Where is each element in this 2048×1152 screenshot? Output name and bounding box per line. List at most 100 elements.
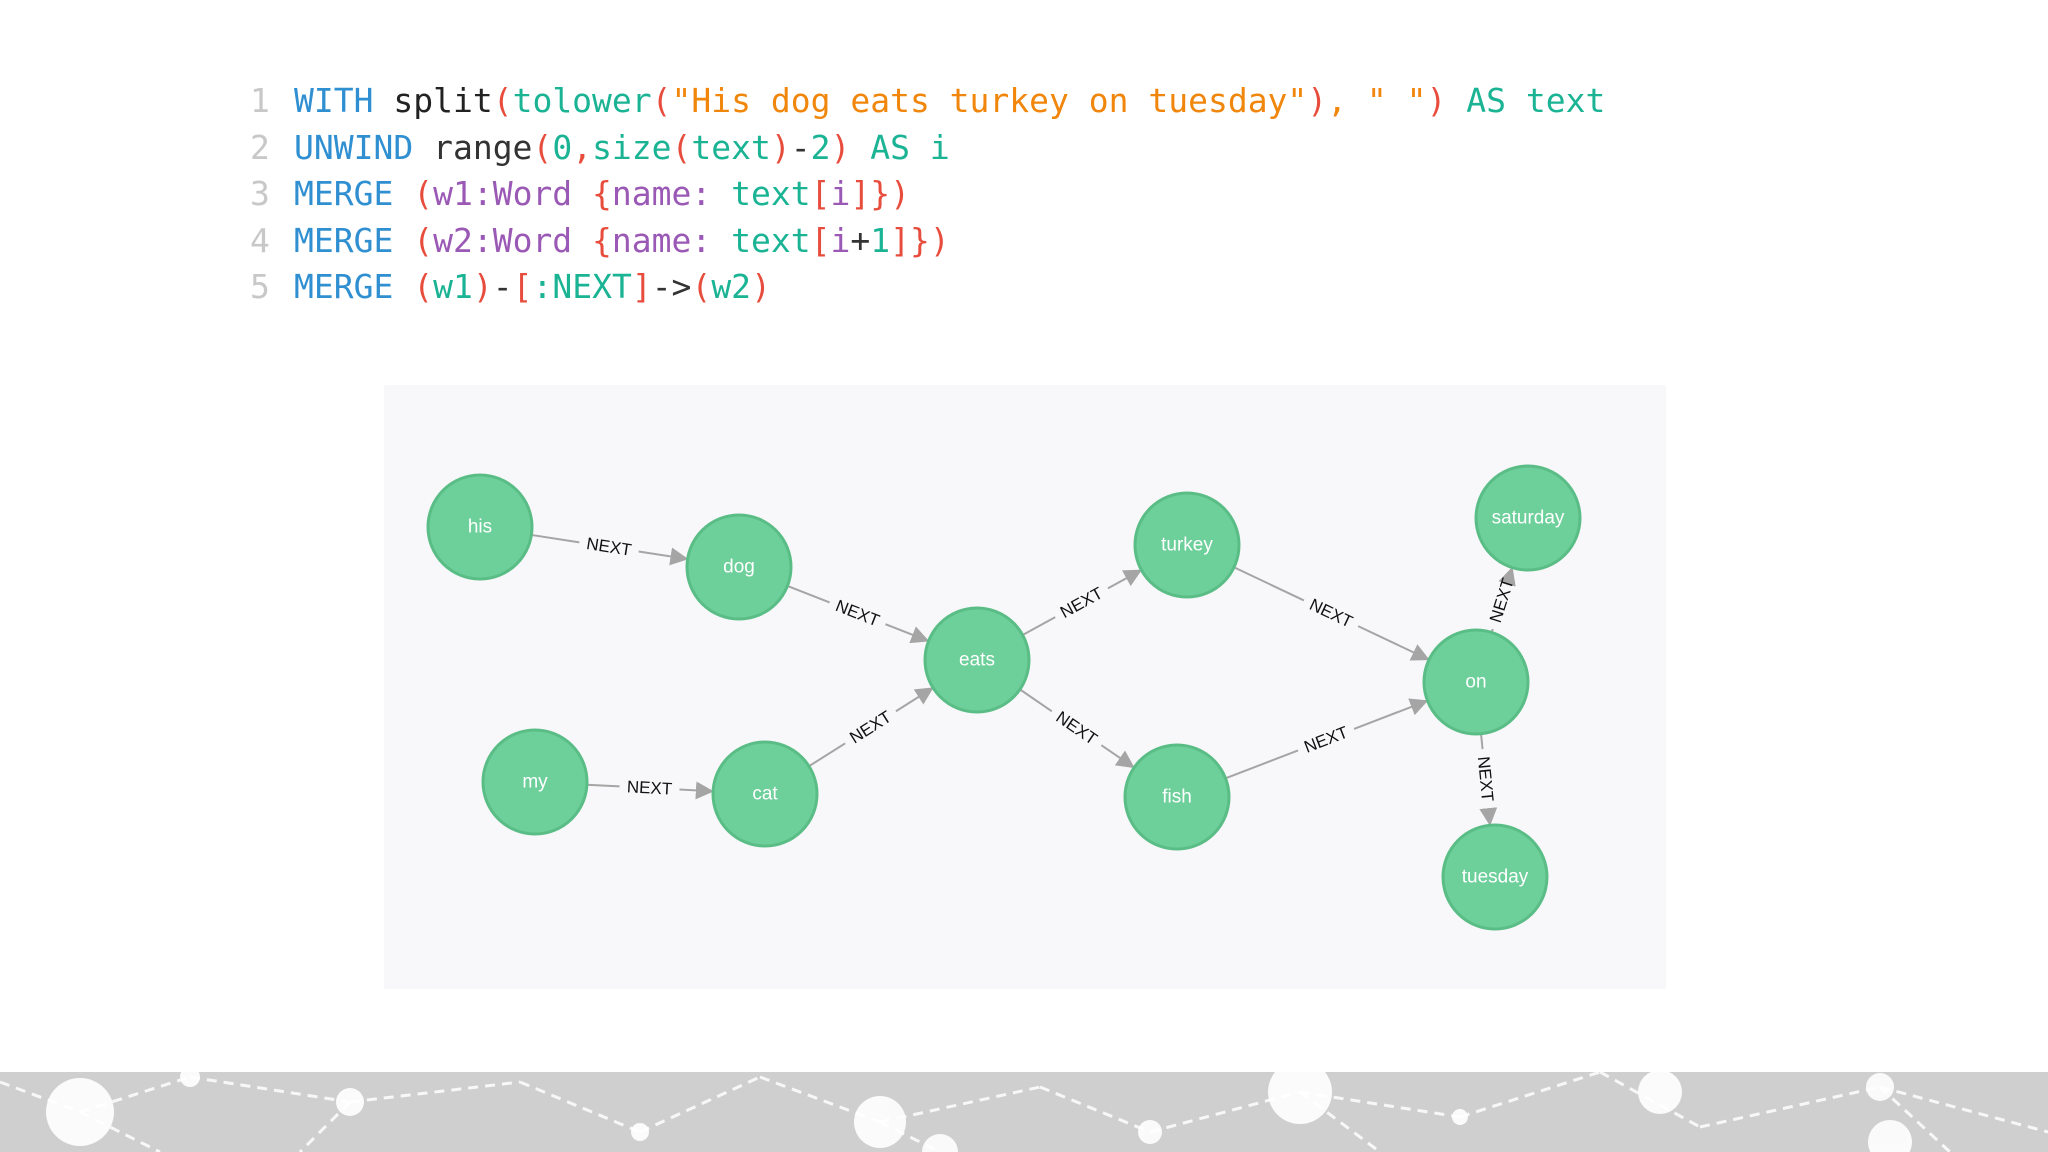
node-his[interactable]: his: [426, 473, 534, 581]
edge-label: NEXT: [1486, 576, 1518, 625]
edge-line: [1225, 749, 1299, 780]
code-token: ): [751, 267, 771, 306]
node-label: saturday: [1492, 508, 1565, 529]
edge-dog-eats[interactable]: NEXT: [787, 584, 930, 644]
node-dog[interactable]: dog: [685, 513, 793, 621]
node-eats[interactable]: eats: [923, 606, 1031, 714]
edge-arrow: [1100, 744, 1135, 769]
edge-arrow: [1479, 807, 1498, 827]
code-token: tolower: [512, 81, 652, 120]
code-token: split: [393, 81, 493, 120]
edge-line: [586, 783, 620, 788]
edge-eats-fish[interactable]: NEXT: [1019, 688, 1135, 769]
edge-arrow: [638, 547, 689, 566]
edge-on-saturday[interactable]: NEXT: [1486, 566, 1518, 633]
node-on[interactable]: on: [1422, 628, 1530, 736]
node-circle: [1422, 628, 1530, 736]
edge-fish-on[interactable]: NEXT: [1225, 698, 1429, 780]
edge-line: [1022, 616, 1056, 636]
code-token: text: [691, 127, 771, 167]
code-token: w2: [711, 267, 752, 306]
code-token: WITH: [294, 81, 374, 120]
node-tuesday[interactable]: tuesday: [1441, 823, 1549, 931]
code-token: ): [890, 174, 910, 213]
edge-his-dog[interactable]: NEXT: [531, 533, 689, 566]
code-token: +: [850, 220, 871, 260]
code-token: w1:Word: [433, 174, 573, 213]
code-token: UNWIND: [294, 127, 414, 167]
code-token: i: [830, 220, 851, 260]
node-cat[interactable]: cat: [711, 740, 819, 848]
line-number: 4: [250, 220, 270, 260]
node-saturday[interactable]: saturday: [1474, 464, 1582, 572]
node-label: his: [468, 517, 492, 538]
footer-network-banner: [0, 1072, 2048, 1152]
code-token: AS text: [1446, 81, 1606, 120]
node-my[interactable]: my: [481, 728, 589, 836]
node-circle: [1123, 743, 1231, 851]
edge-turkey-on[interactable]: NEXT: [1233, 566, 1430, 661]
code-token: ,: [572, 127, 593, 167]
code-token: (: [532, 127, 553, 167]
code-token: ): [929, 220, 950, 260]
edge-arrow: [1498, 566, 1516, 587]
code-token: -: [790, 127, 811, 167]
node-circle: [923, 606, 1031, 714]
code-token: ): [770, 127, 791, 167]
edge-on-tuesday[interactable]: NEXT: [1474, 733, 1498, 827]
edge-eats-turkey[interactable]: NEXT: [1022, 569, 1143, 636]
node-label: my: [522, 772, 548, 793]
edge-label: NEXT: [1301, 723, 1350, 757]
code-token: ]: [850, 174, 871, 213]
code-token: [: [810, 174, 831, 213]
edge-label: NEXT: [585, 534, 633, 560]
line-number: 5: [250, 267, 270, 306]
code-token: (: [413, 174, 434, 213]
code-token: [572, 174, 592, 213]
network-pattern-decoration: [0, 1072, 2048, 1152]
node-turkey[interactable]: turkey: [1133, 491, 1241, 599]
code-token: :NEXT: [532, 267, 632, 306]
code-token: [393, 267, 413, 306]
code-token: range: [413, 127, 533, 167]
code-token: [373, 81, 393, 120]
edge-arrow: [679, 781, 714, 800]
code-token: (: [691, 267, 712, 306]
line-number: 3: [250, 174, 270, 213]
code-token: ]: [631, 267, 652, 306]
code-token: text: [711, 220, 811, 260]
code-token: (: [671, 127, 692, 167]
node-fish[interactable]: fish: [1123, 743, 1231, 851]
edge-line: [787, 584, 830, 604]
code-token: 0: [552, 127, 573, 167]
code-token: i: [830, 174, 851, 213]
code-token: {: [592, 174, 612, 213]
node-label: tuesday: [1462, 867, 1529, 888]
code-token: w2:Word: [433, 220, 573, 260]
edge-label: NEXT: [1053, 708, 1101, 749]
code-token: (: [651, 81, 672, 120]
code-token: MERGE: [294, 220, 394, 260]
code-token: size: [592, 127, 672, 167]
graph-panel: NEXT NEXT NEXT NEXT NEXT NEXT NEXT NEXT NEXT NEXT…: [384, 385, 1666, 989]
code-token: MERGE: [294, 267, 394, 306]
edge-label: NEXT: [1057, 584, 1106, 622]
code-token: AS i: [850, 127, 950, 167]
edge-label: NEXT: [1306, 595, 1355, 632]
edge-label: NEXT: [1474, 756, 1497, 803]
edge-arrow: [895, 687, 934, 713]
node-label: on: [1465, 672, 1486, 693]
edge-cat-eats[interactable]: NEXT: [808, 687, 934, 768]
edge-arrow: [1107, 569, 1143, 590]
code-token: [572, 221, 592, 260]
node-circle: [1441, 823, 1549, 931]
node-label: dog: [723, 557, 755, 578]
edge-label: NEXT: [833, 596, 882, 630]
edge-my-cat[interactable]: NEXT: [586, 777, 714, 800]
code-token: ->: [651, 267, 692, 306]
